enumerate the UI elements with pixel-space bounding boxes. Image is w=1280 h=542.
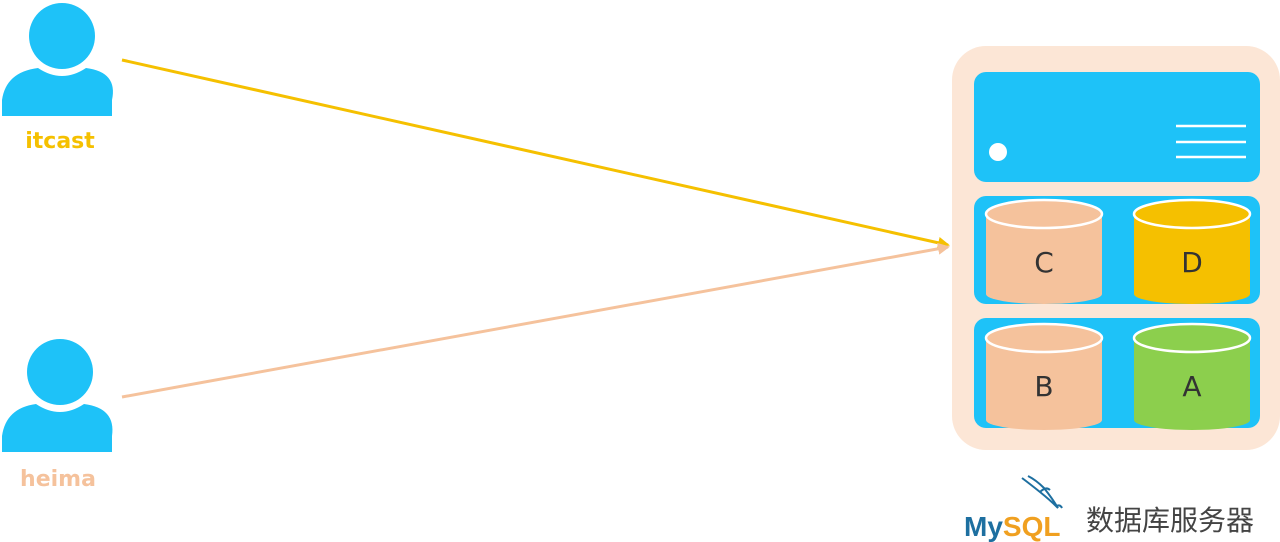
database-b: B	[984, 322, 1104, 430]
database-label-b: B	[1034, 370, 1053, 403]
server-top-unit	[974, 72, 1260, 182]
arrow-heima-to-server	[121, 242, 950, 399]
server-caption: 数据库服务器	[1086, 504, 1254, 537]
user-itcast: itcast	[2, 3, 113, 154]
mysql-logo-my: My	[964, 511, 1003, 542]
database-a: A	[1132, 322, 1252, 430]
database-cylinder-icon	[1132, 198, 1252, 304]
database-c: C	[984, 198, 1104, 304]
database-cylinder-icon	[984, 198, 1104, 304]
person-icon	[2, 3, 113, 116]
vent-lines-icon	[1176, 124, 1246, 159]
database-cylinder-icon	[984, 322, 1104, 430]
database-label-a: A	[1182, 370, 1201, 403]
power-light-icon	[989, 143, 1007, 161]
user-heima: heima	[2, 339, 113, 492]
mysql-logo-sql: SQL	[1003, 511, 1061, 542]
database-label-d: D	[1181, 246, 1203, 279]
user-label-itcast: itcast	[25, 129, 95, 154]
arrow-itcast-to-server	[121, 58, 950, 249]
database-label-c: C	[1034, 246, 1054, 279]
svg-text:MySQL: MySQL	[964, 511, 1060, 542]
database-d: D	[1132, 198, 1252, 304]
database-server: C D B A	[952, 46, 1280, 450]
database-cylinder-icon	[1132, 322, 1252, 430]
dolphin-icon	[1021, 475, 1063, 509]
user-label-heima: heima	[20, 467, 96, 492]
person-icon	[2, 339, 113, 452]
mysql-logo: MySQL	[964, 475, 1063, 542]
